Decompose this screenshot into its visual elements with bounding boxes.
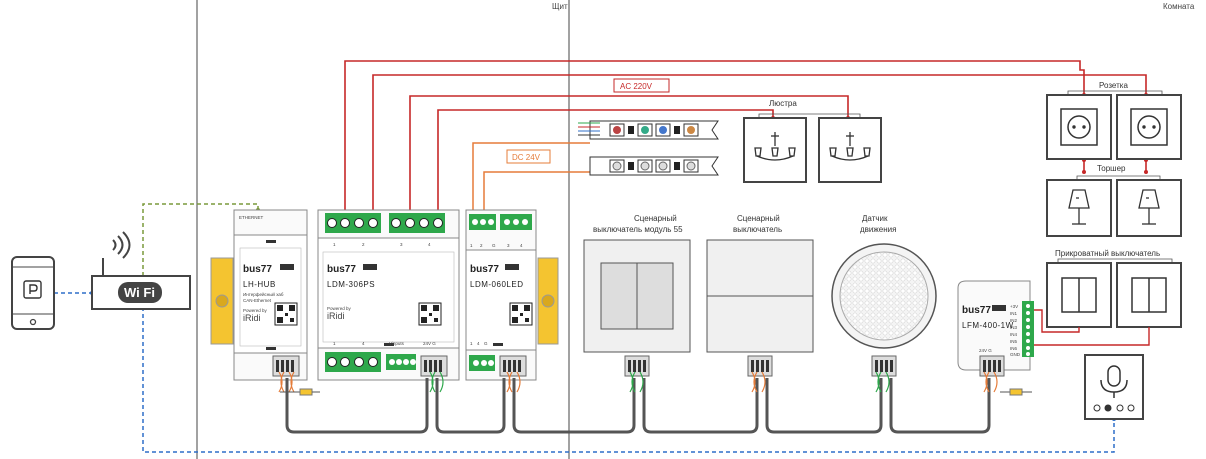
- led-top-2: 2: [480, 243, 483, 248]
- ldm-306ps-module: 1 2 3 4 bus77 LDM-306PS Powered by iRidi 1…: [317, 209, 460, 381]
- switch-icon: [1131, 277, 1167, 313]
- lfm-pin-7: IN6: [1010, 346, 1018, 351]
- chandelier-icon: [829, 132, 871, 161]
- led-brand: bus77: [470, 264, 499, 275]
- lfm-pin-1: +3V: [1010, 304, 1018, 309]
- led-top-g: G: [492, 243, 496, 248]
- bedside-switch-left: [1046, 262, 1112, 328]
- scenario-switch-55: [583, 239, 691, 377]
- can-bus-cable: [285, 378, 991, 434]
- dc-label-box: [506, 149, 551, 164]
- relay-bottom-4: 4: [362, 341, 365, 346]
- hub-model: LH-HUB: [243, 280, 276, 289]
- ldm-060led-module: 1 2 G 3 4 bus77 LDM-060LED 1 4 G: [465, 209, 537, 381]
- wifi-text: Wi Fi: [124, 285, 155, 300]
- scenario-switch-55-label-2: выключатель модуль 55: [593, 225, 683, 234]
- bedside-switch-right: [1116, 262, 1182, 328]
- socket-left: [1046, 94, 1112, 160]
- chandelier-right: [818, 117, 882, 183]
- bus-terminators: [280, 388, 1032, 396]
- ac-wiring: [344, 60, 1147, 215]
- relay-model: LDM-306PS: [327, 280, 375, 289]
- floor-lamp-right: [1116, 179, 1182, 237]
- white-led-strip: [589, 156, 719, 176]
- floor-lamp-label: Торшер: [1097, 164, 1126, 173]
- zone-label-room: Комната: [1163, 2, 1195, 11]
- relay-brand: bus77: [327, 264, 356, 275]
- lfm-pin-3: IN2: [1010, 318, 1018, 323]
- relay-bottom-1: 1: [333, 341, 336, 346]
- lfm-400-1w-module: bus77 LFM-400-1W +3V IN1 IN2 IN3 IN4 IN5…: [957, 280, 1034, 377]
- lfm-pin-6: IN5: [1010, 339, 1018, 344]
- scenario-switch-55-label-1: Сценарный: [634, 214, 677, 223]
- wifi-router-icon: [112, 231, 131, 259]
- relay-powered: Powered by: [327, 306, 352, 311]
- floor-lamp-left: [1046, 179, 1112, 237]
- svg-text:3: 3: [400, 242, 403, 247]
- hub-subtitle-1: Интерфейсный хаб: [243, 291, 284, 297]
- hub-vendor: iRidi: [243, 313, 261, 323]
- motion-sensor-label-1: Датчик: [862, 214, 888, 223]
- socket-right: [1116, 94, 1182, 160]
- chandelier-left: [743, 117, 807, 183]
- dc-wiring: [472, 142, 590, 215]
- svg-text:1: 1: [333, 242, 336, 247]
- led-top-1: 1: [470, 243, 473, 248]
- lfm-brand: bus77: [962, 305, 991, 316]
- led-top-4: 4: [520, 243, 523, 248]
- lfm-model: LFM-400-1W: [962, 321, 1014, 330]
- motion-sensor-label-2: движения: [860, 225, 896, 234]
- lfm-can-label: 24V G: [979, 348, 992, 353]
- relay-can-label: 24V G: [423, 341, 436, 346]
- din-rail-clips: [210, 257, 559, 345]
- rgb-led-strip: [578, 120, 719, 140]
- can-bus-wires: [278, 371, 998, 393]
- socket-label: Розетка: [1099, 81, 1128, 90]
- hub-subtitle-2: CAN-Ethernet: [243, 298, 272, 303]
- ac-label-box: [613, 78, 670, 93]
- dc-label: DC 24V: [512, 153, 541, 162]
- phone: [11, 256, 55, 330]
- socket-icon: [1067, 115, 1091, 139]
- lfm-pin-8: GND: [1010, 352, 1021, 357]
- chandelier-label: Люстра: [769, 99, 797, 108]
- lfm-pin-5: IN4: [1010, 332, 1018, 337]
- led-bottom-g: G: [484, 341, 488, 346]
- switch-icon: [1061, 277, 1097, 313]
- scenario-switch-label-2: выключатель: [733, 225, 782, 234]
- ethernet-link: [142, 203, 259, 276]
- hub-brand: bus77: [243, 264, 272, 275]
- led-bottom-1: 1: [470, 341, 473, 346]
- scenario-switch: [706, 239, 814, 377]
- socket-icon: [1137, 115, 1161, 139]
- hub-ethernet-port: ETHERNET: [239, 215, 264, 220]
- motion-sensor: [831, 243, 937, 377]
- hub-powered: Powered by: [243, 308, 268, 313]
- svg-text:2: 2: [362, 242, 365, 247]
- microphone-icon: [1100, 365, 1128, 398]
- led-top-3: 3: [507, 243, 510, 248]
- led-model: LDM-060LED: [470, 280, 523, 289]
- ac-label: AC 220V: [620, 82, 653, 91]
- floor-lamp-icon: [1138, 189, 1160, 225]
- chandelier-icon: [754, 132, 796, 161]
- wifi-router: Wi Fi: [91, 231, 191, 310]
- relay-vinputs: Vinputs: [389, 341, 405, 346]
- lfm-pin-4: IN3: [1010, 325, 1018, 330]
- bedside-switch-label: Прикроватный выключатель: [1055, 249, 1160, 258]
- bedside-switch-wiring: [1034, 309, 1150, 346]
- led-bottom-4: 4: [477, 341, 480, 346]
- voice-assistant: [1084, 354, 1144, 420]
- wireless-links: [54, 292, 1115, 453]
- phone-icon: [23, 280, 42, 299]
- lfm-pin-2: IN1: [1010, 311, 1018, 316]
- relay-vendor: iRidi: [327, 311, 345, 321]
- scenario-switch-label-1: Сценарный: [737, 214, 780, 223]
- lh-hub-module: ETHERNET bus77 LH-HUB Интерфейсный хаб C…: [233, 209, 308, 381]
- zone-label-panel: Щит: [552, 2, 568, 11]
- svg-text:4: 4: [428, 242, 431, 247]
- floor-lamp-icon: [1068, 189, 1090, 225]
